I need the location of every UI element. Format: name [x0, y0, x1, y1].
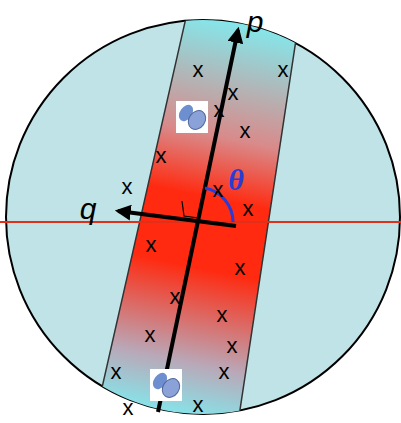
particle-mark: x	[278, 59, 289, 81]
particle-mark: x	[219, 361, 230, 383]
momentum-label: q	[80, 194, 97, 224]
tube-band	[94, 0, 302, 423]
particle-mark: x	[228, 82, 239, 104]
nucleon-icon	[176, 101, 209, 133]
momentum-label: p	[247, 7, 264, 37]
particle-mark: x	[123, 397, 134, 419]
particle-mark: x	[156, 145, 167, 167]
angle-label: θ	[228, 165, 244, 195]
momentum-arrow-q	[118, 211, 236, 226]
particle-mark: x	[145, 324, 156, 346]
particle-mark: x	[217, 304, 228, 326]
particle-mark: x	[227, 335, 238, 357]
particle-mark: x	[111, 361, 122, 383]
particle-mark: x	[213, 179, 224, 201]
particle-mark: x	[235, 257, 246, 279]
right-angle-mark	[182, 201, 199, 218]
particle-mark: x	[146, 234, 157, 256]
particle-mark: x	[243, 198, 254, 220]
particle-mark: x	[170, 286, 181, 308]
particle-mark: x	[193, 59, 204, 81]
particle-mark: x	[240, 120, 251, 142]
particle-mark: x	[122, 176, 133, 198]
particle-mark: x	[193, 394, 204, 416]
nucleon-icon	[150, 369, 183, 401]
particle-mark: x	[214, 99, 225, 121]
